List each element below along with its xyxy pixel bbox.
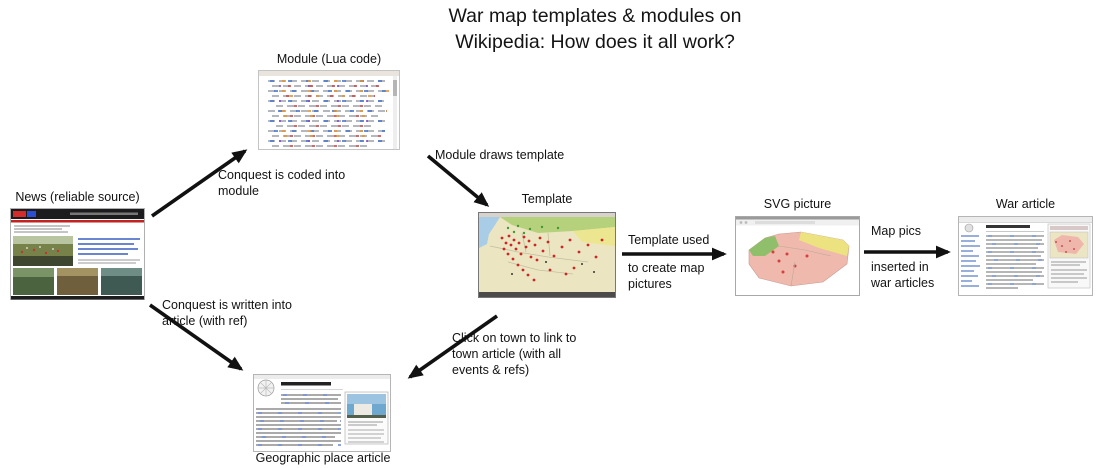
module-code-screenshot-image (258, 70, 400, 150)
svg-picture-screenshot (735, 216, 860, 296)
label-template: Template (521, 192, 573, 206)
label-geo-article: Geographic place article (255, 451, 391, 465)
diagram-title: War map templates & modules on Wikipedia… (448, 5, 742, 53)
geo-article-screenshot (253, 374, 391, 452)
edge-label-conquest-coded: Conquest is coded into module (218, 168, 346, 198)
label-module: Module (Lua code) (276, 52, 382, 66)
label-war-article: War article (995, 197, 1056, 211)
edge-label-conquest-written: Conquest is written into article (with r… (162, 298, 292, 328)
edge-label-template-used-top: Template used (628, 233, 710, 247)
template-map-screenshot (478, 212, 616, 298)
edge-label-click-town: Click on town to link to town article (w… (452, 331, 577, 377)
svg-picture-screenshot-image (735, 216, 860, 296)
module-code-screenshot (258, 70, 400, 150)
template-map-screenshot-image (478, 212, 616, 298)
edge-label-map-pics-bottom: inserted in war articles (871, 260, 935, 290)
edge-label-module-draws-template: Module draws template (435, 148, 565, 162)
label-svg-picture: SVG picture (763, 197, 832, 211)
label-news: News (reliable source) (15, 190, 140, 204)
war-article-screenshot (958, 216, 1093, 296)
edge-label-map-pics-top: Map pics (871, 224, 922, 238)
edge-label-template-used-bottom: to create map pictures (628, 261, 705, 291)
geo-article-screenshot-image (253, 374, 391, 452)
news-site-screenshot-image (10, 208, 145, 300)
news-site-screenshot (10, 208, 145, 300)
war-article-screenshot-image (958, 216, 1093, 296)
